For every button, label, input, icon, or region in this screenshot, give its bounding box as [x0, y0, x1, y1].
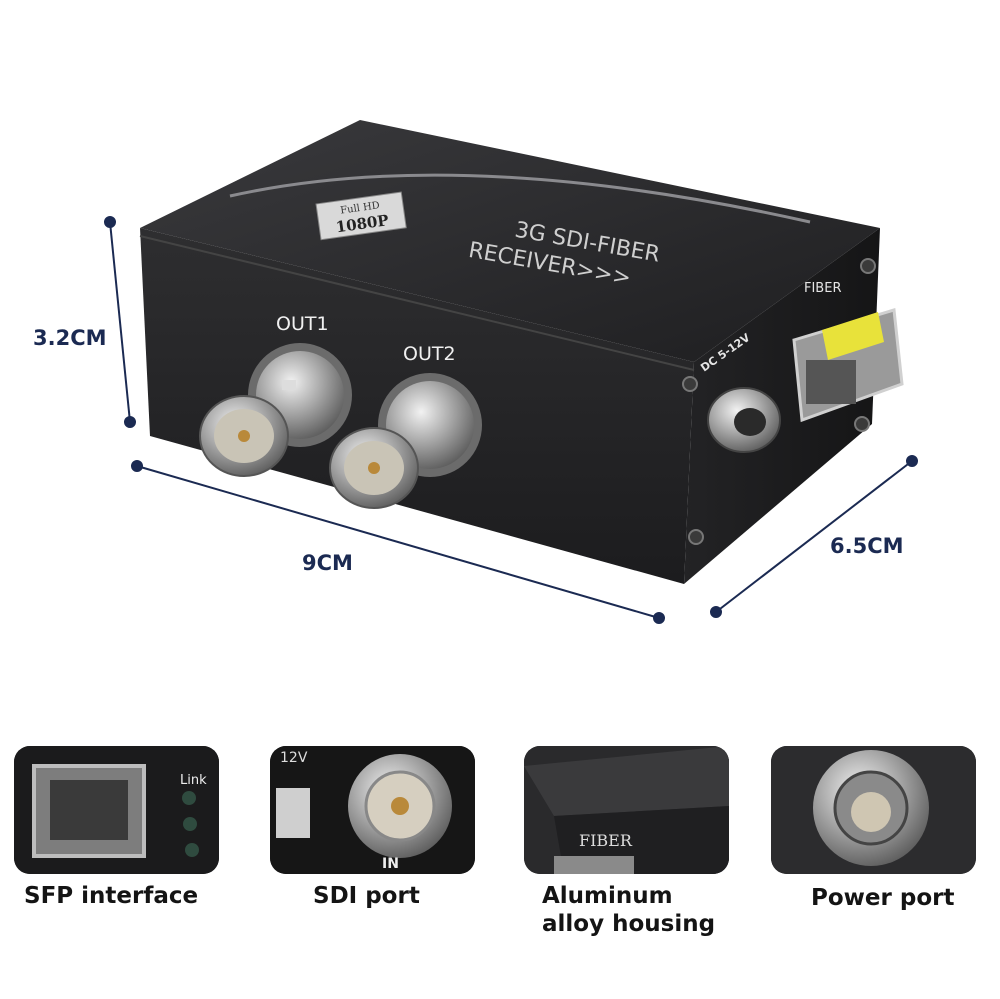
out2-label: OUT2: [403, 343, 456, 365]
product-photo: Full HD 1080P 3G SDI-FIBER RECEIVER>>> O…: [33, 120, 918, 624]
feature-sdi-caption: SDI port: [313, 883, 420, 909]
dimension-height-label: 3.2CM: [33, 326, 107, 350]
out1-label: OUT1: [276, 313, 329, 335]
sdi-in-text: IN: [382, 856, 399, 872]
feature-sfp-caption: SFP interface: [24, 883, 199, 909]
dimension-depth-label: 6.5CM: [830, 534, 904, 558]
housing-fiber-text: FIBER: [579, 831, 633, 850]
badge-line1: Full HD: [340, 200, 381, 216]
feature-power-caption: Power port: [811, 885, 955, 911]
device-illustration: Full HD 1080P 3G SDI-FIBER RECEIVER>>> O…: [104, 120, 918, 624]
feature-power-image: [771, 746, 976, 874]
fiber-port-label: FIBER: [804, 281, 841, 296]
sfp-link-text: Link: [180, 773, 207, 788]
screws: [682, 258, 876, 545]
feature-sdi-image: 12V IN: [270, 746, 475, 874]
dimension-length-label: 9CM: [302, 551, 353, 575]
bnc-connector-out2: [329, 373, 482, 509]
dc-power-jack: [707, 387, 781, 453]
feature-housing-image: FIBER: [524, 746, 729, 874]
sfp-module: [792, 308, 904, 423]
device-housing: [139, 120, 880, 584]
dimension-lines: [104, 216, 918, 624]
feature-sfp-image: Link: [14, 746, 219, 874]
bnc-connector-out1: [199, 343, 352, 477]
feature-housing-caption: Aluminum alloy housing: [542, 883, 716, 937]
sdi-12v-text: 12V: [280, 750, 308, 766]
